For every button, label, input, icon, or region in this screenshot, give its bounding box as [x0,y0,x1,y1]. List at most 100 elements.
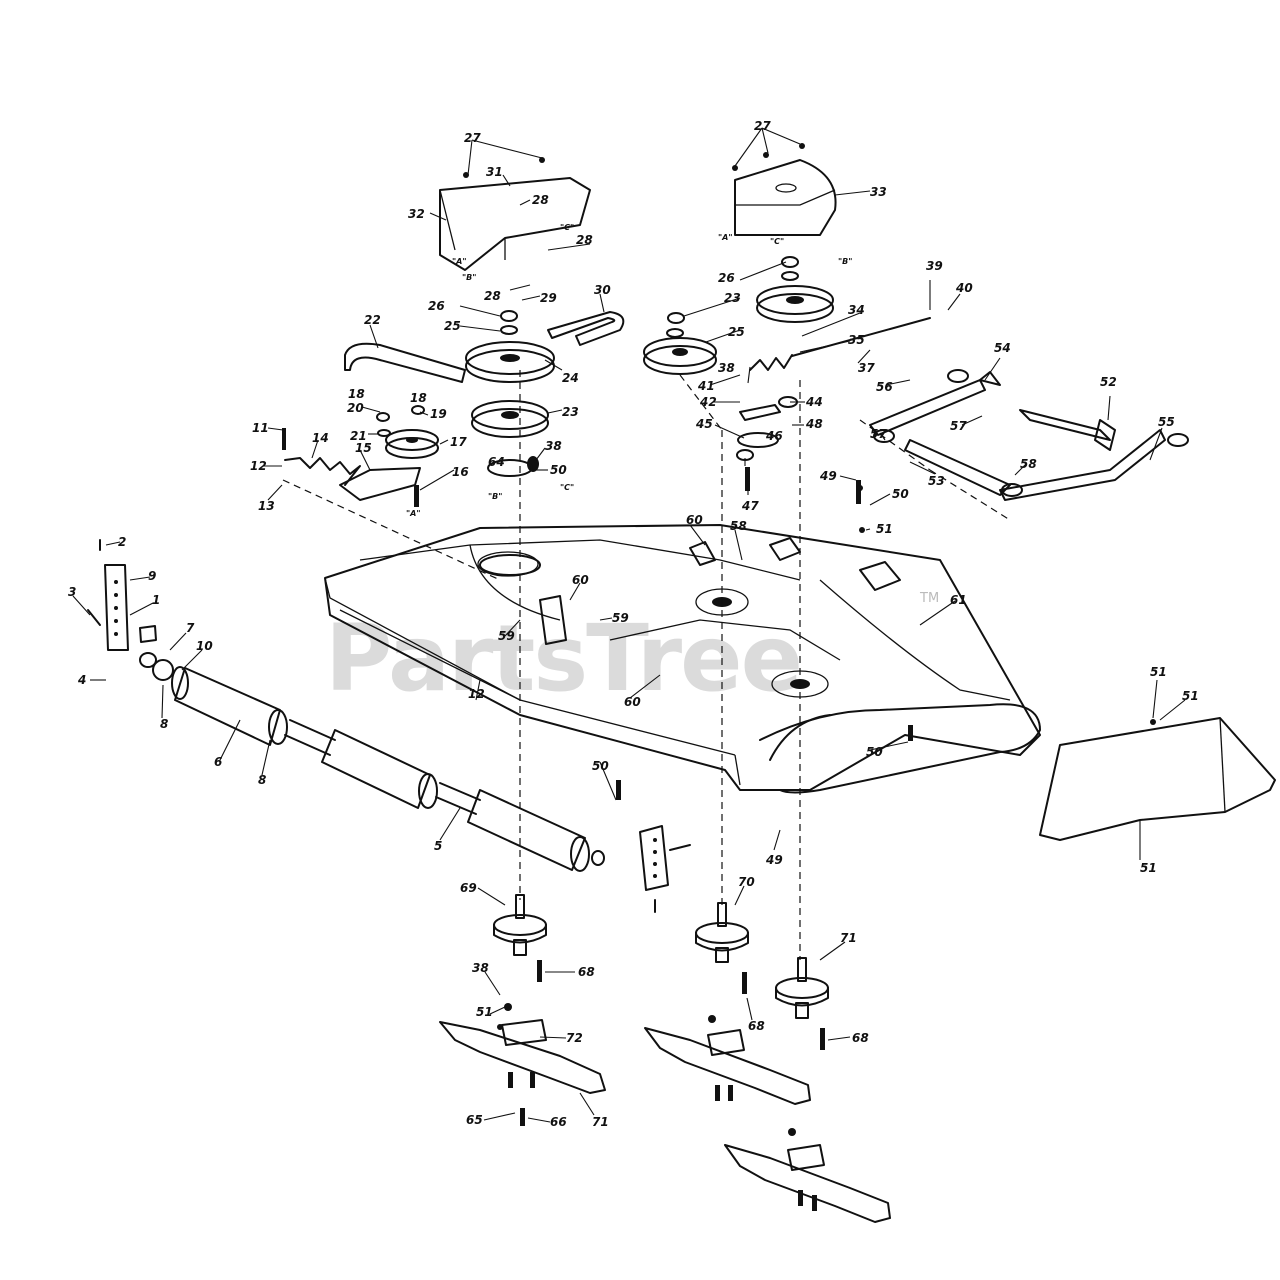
callout: 49 [765,853,783,867]
roller-assembly [171,666,691,913]
callout: 18 [410,391,427,405]
callout: 51 [476,1005,493,1019]
callout: 57 [870,427,887,441]
callout: 38 [718,361,735,375]
belt-22 [344,342,466,383]
idler-arm-15 [339,467,421,501]
callout: 13 [258,499,275,513]
callout: 39 [926,259,943,273]
callout: 15 [355,441,372,455]
callout: 23 [724,291,741,305]
callout: 51 [1150,665,1167,679]
callout: 46 [765,429,783,443]
callout: 38 [472,961,489,975]
callout: 42 [699,395,717,409]
idler-pulley-17 [385,429,439,459]
belt-30 [547,311,625,346]
callout: 66 [550,1115,567,1129]
callout: 50 [592,759,609,773]
callout: 32 [408,207,425,221]
callout: 38 [545,439,562,453]
callout: 10 [196,639,213,653]
callout: 65 [466,1113,483,1127]
callout: 4 [77,673,86,687]
callout: 16 [452,465,469,479]
blade-middle [644,1027,811,1105]
blade-72-left [439,1019,606,1094]
callout: 8 [160,717,168,731]
spindle-70 [493,894,547,956]
spindle-71-middle [695,902,749,963]
callout: 49 [819,469,837,483]
ref-letter: "C" [770,237,784,246]
callout: 71 [840,931,857,945]
ref-letter: "A" [406,509,421,518]
left-belt-cover [439,177,591,271]
callout: 34 [848,303,865,317]
callout: 2 [118,535,126,549]
callout: 57 [950,419,967,433]
callout: 59 [498,629,515,643]
baffle-54 [1039,717,1276,841]
callout: 19 [430,407,447,421]
callout: 58 [1020,457,1037,471]
callout: 21 [350,429,367,443]
callout: 50 [892,487,909,501]
callout: 41 [697,379,715,393]
callout: 45 [695,417,713,431]
assembly-guide-lines [282,370,1011,960]
callout: 35 [848,333,865,347]
callout: 58 [730,519,747,533]
callout: 44 [805,395,823,409]
gauge-wheel-assembly [87,539,174,681]
ref-letter: "B" [462,273,476,282]
callout: 72 [566,1031,583,1045]
pulley-23-left [471,400,549,438]
callout: 51 [1140,861,1157,875]
callout: 6 [214,755,222,769]
callout: 31 [486,165,503,179]
callout: 51 [876,522,893,536]
callout: 30 [594,283,611,297]
callout: 47 [741,499,759,513]
callout: 26 [428,299,445,313]
callout: 50 [866,745,883,759]
callout: 28 [484,289,501,303]
callout: 61 [950,593,967,607]
callout: 37 [858,361,875,375]
callout: 12 [250,459,267,473]
callout: 59 [612,611,629,625]
callout-labels: 2 9 3 1 7 10 4 8 6 8 5 11 12 13 14 15 16… [68,119,1199,1129]
callout: 25 [444,319,461,333]
callout: 12 [468,687,485,701]
callout: 25 [728,325,745,339]
callout: 29 [540,291,557,305]
spring-35 [749,354,793,371]
spindle-71-right [775,957,829,1019]
ref-letter: "A" [718,233,733,242]
lift-link-assembly [869,369,1189,501]
callout: 28 [532,193,549,207]
spring-14 [284,457,361,486]
ref-letter: "C" [560,223,574,232]
watermark-trademark: TM [919,591,939,606]
callout: 64 [488,455,505,469]
ref-letter: "B" [838,257,852,266]
right-belt-cover [734,159,837,236]
rod-37 [791,317,931,357]
callout: 17 [450,435,467,449]
callout: 20 [347,401,364,415]
callout: 1 [152,593,160,607]
callout: 33 [870,185,887,199]
callout: 27 [464,131,481,145]
pulley-upper-right [756,285,834,323]
callout: 5 [434,839,442,853]
pulley-24 [465,341,555,383]
callout: 52 [1100,375,1117,389]
callout: 60 [624,695,641,709]
pulley-23-right [643,337,717,375]
callout: 27 [754,119,771,133]
blade-right [724,1144,891,1223]
callout: 7 [186,621,195,635]
